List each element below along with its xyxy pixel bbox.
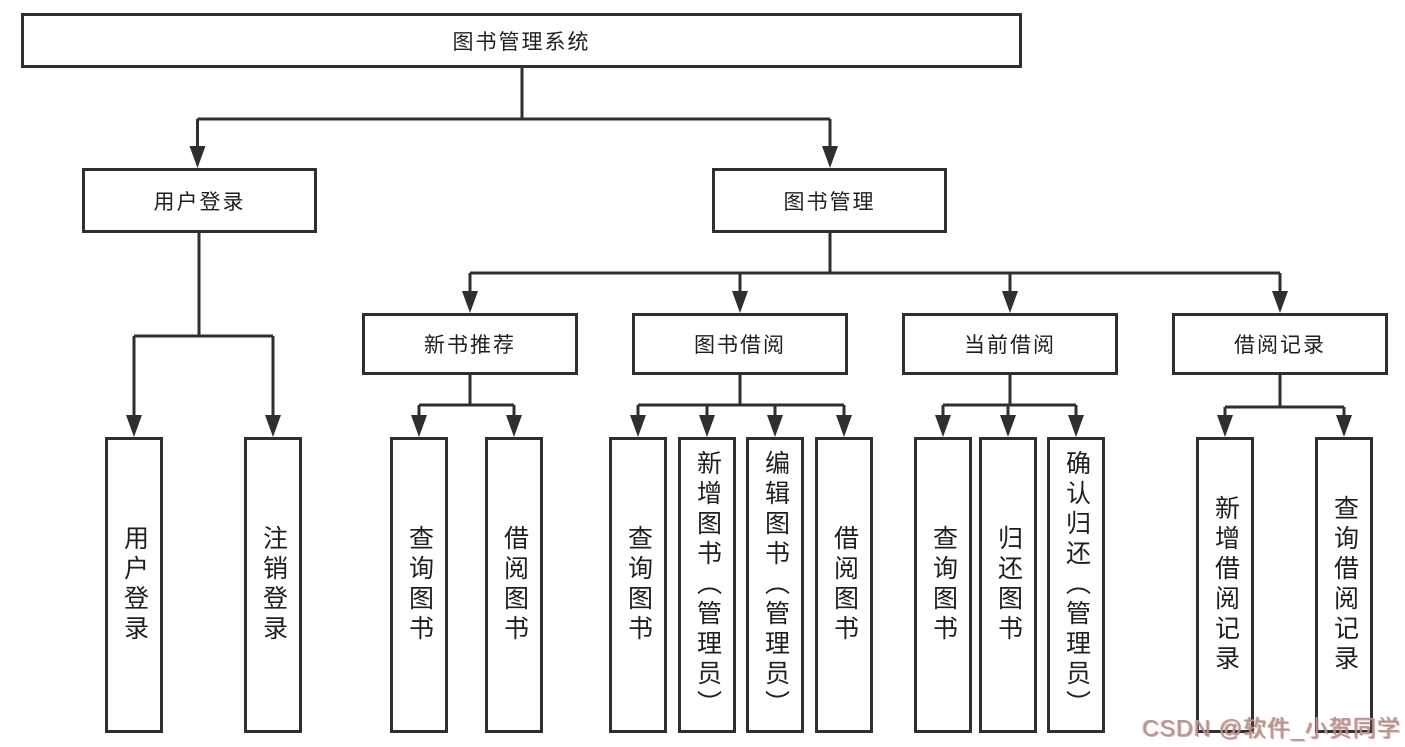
node-user-login: 用户登录	[82, 168, 317, 233]
leaf-query-books-borrow-label: 查询图书	[624, 525, 653, 645]
leaf-query-books-borrow: 查询图书	[609, 437, 667, 733]
leaf-borrow-books-label: 借阅图书	[830, 525, 859, 645]
leaf-confirm-return-admin: 确认归还（管理员）	[1047, 437, 1105, 733]
node-current-borrow: 当前借阅	[902, 313, 1118, 375]
leaf-edit-books-admin-label: 编辑图书（管理员）	[761, 450, 790, 720]
leaf-logout-label: 注销登录	[259, 525, 288, 645]
node-library-management-system: 图书管理系统	[21, 13, 1022, 68]
leaf-user-login-label: 用户登录	[120, 525, 149, 645]
leaf-edit-books-admin: 编辑图书（管理员）	[746, 437, 804, 733]
node-book-borrow: 图书借阅	[632, 313, 848, 375]
arrowheads	[126, 146, 1352, 437]
leaf-query-borrow-record-label: 查询借阅记录	[1330, 495, 1359, 675]
node-new-book-recommend: 新书推荐	[362, 313, 578, 375]
leaf-return-books-label: 归还图书	[994, 525, 1023, 645]
leaf-query-books-recommend: 查询图书	[390, 437, 448, 733]
leaf-add-books-admin: 新增图书（管理员）	[678, 437, 736, 733]
leaf-add-books-admin-label: 新增图书（管理员）	[693, 450, 722, 720]
csdn-watermark: CSDN @软件_小贺同学	[1142, 715, 1401, 741]
leaf-borrow-books: 借阅图书	[815, 437, 873, 733]
leaf-borrow-books-recommend: 借阅图书	[485, 437, 543, 733]
leaf-confirm-return-admin-label: 确认归还（管理员）	[1062, 450, 1091, 720]
leaf-query-books-current: 查询图书	[914, 437, 972, 733]
leaf-return-books: 归还图书	[979, 437, 1037, 733]
leaf-add-borrow-record: 新增借阅记录	[1196, 437, 1254, 733]
leaf-query-books-recommend-label: 查询图书	[405, 525, 434, 645]
leaf-user-login: 用户登录	[105, 437, 163, 733]
node-borrow-records: 借阅记录	[1172, 313, 1388, 375]
leaf-add-borrow-record-label: 新增借阅记录	[1211, 495, 1240, 675]
leaf-logout: 注销登录	[244, 437, 302, 733]
leaf-borrow-books-recommend-label: 借阅图书	[500, 525, 529, 645]
leaf-query-books-current-label: 查询图书	[929, 525, 958, 645]
leaf-query-borrow-record: 查询借阅记录	[1315, 437, 1373, 733]
node-book-management: 图书管理	[712, 168, 947, 233]
